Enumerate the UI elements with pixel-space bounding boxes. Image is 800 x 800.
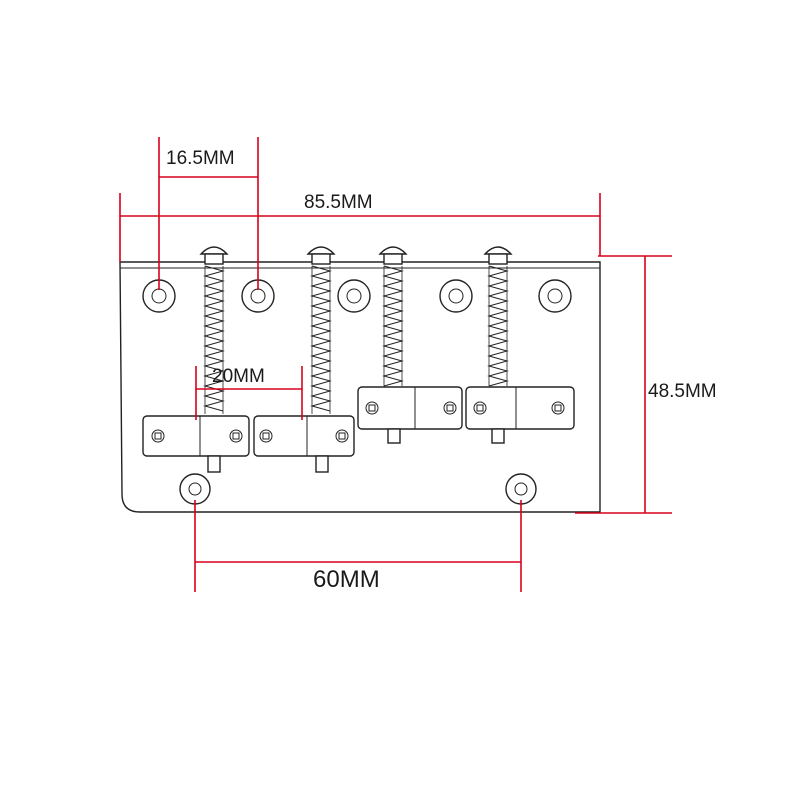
- bottom-hole-left: [179, 473, 211, 505]
- saddle-4: [465, 386, 575, 444]
- bottom-hole-right: [505, 473, 537, 505]
- top-hole-5: [538, 279, 572, 313]
- label-overall-height: 48.5MM: [648, 381, 717, 402]
- saddle-3: [357, 386, 463, 444]
- label-hole-spacing-top: 16.5MM: [166, 148, 235, 169]
- label-mount-hole-spacing: 60MM: [313, 566, 380, 593]
- screw-head-3: [378, 246, 408, 255]
- top-mounting-holes: [142, 279, 572, 313]
- dimension-lines: [119, 137, 672, 592]
- label-saddle-spacing: 20MM: [212, 366, 265, 387]
- spring-4: [487, 265, 509, 387]
- top-hole-3: [337, 279, 371, 313]
- top-hole-4: [439, 279, 473, 313]
- screw-neck-1: [204, 253, 224, 265]
- dimension-labels: 16.5MM 85.5MM 20MM 48.5MM 60MM: [166, 148, 717, 593]
- intonation-screws: [199, 246, 513, 414]
- spring-2: [310, 265, 332, 414]
- bottom-mounting-holes: [179, 473, 537, 505]
- label-overall-width: 85.5MM: [304, 192, 373, 213]
- top-hole-2: [241, 279, 275, 313]
- spring-3: [382, 265, 404, 387]
- screw-neck-2: [311, 253, 331, 265]
- saddle-1: [142, 415, 250, 473]
- screw-head-2: [306, 246, 336, 255]
- springs: [203, 265, 509, 414]
- screw-neck-3: [383, 253, 403, 265]
- screw-neck-4: [488, 253, 508, 265]
- saddle-2: [253, 415, 355, 473]
- screw-head-1: [199, 246, 229, 255]
- screw-head-4: [483, 246, 513, 255]
- saddles: [142, 386, 575, 473]
